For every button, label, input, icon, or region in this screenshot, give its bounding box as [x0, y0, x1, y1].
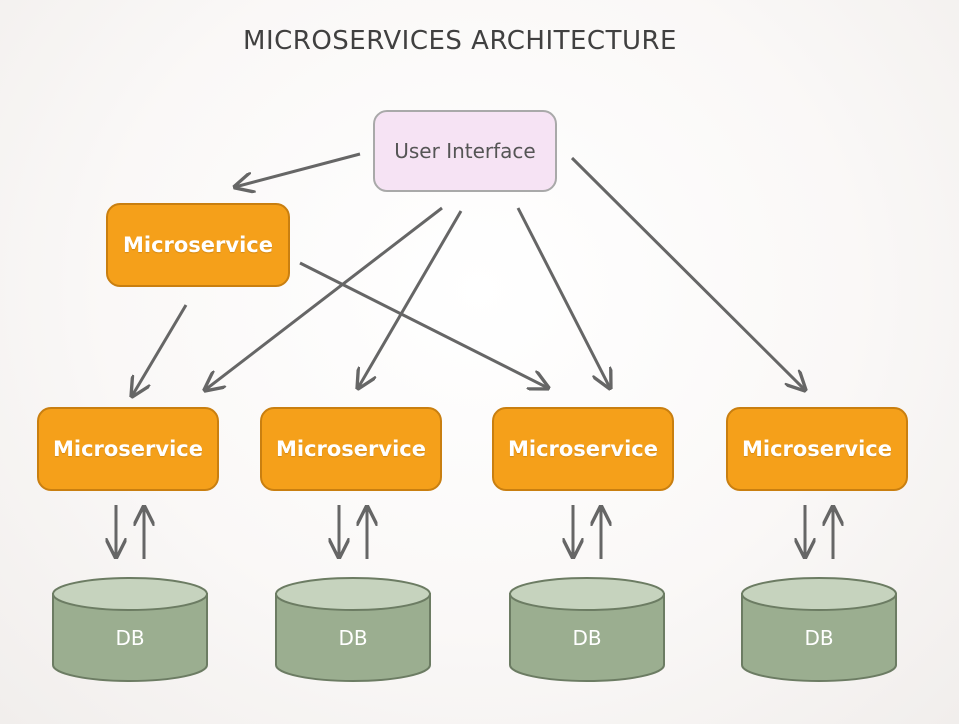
arrow-ms-top-to-ms-3 [299, 261, 548, 388]
microservice-node-4: Microservice [726, 407, 908, 491]
db-cylinder-4 [741, 577, 897, 682]
user-interface-label: User Interface [394, 139, 536, 163]
microservice-label: Microservice [122, 233, 273, 257]
arrow-ui-to-ms-3 [516, 207, 610, 388]
db-label-2: DB [338, 626, 368, 650]
db-cylinder-3 [509, 577, 665, 682]
microservice-node-2: Microservice [260, 407, 442, 491]
diagram-title: MICROSERVICES ARCHITECTURE [243, 26, 677, 56]
db-label-4: DB [804, 626, 834, 650]
microservice-label: Microservice [275, 437, 426, 461]
db-cylinder-1 [52, 577, 208, 682]
microservice-node-1: Microservice [37, 407, 219, 491]
db-label-3: DB [572, 626, 602, 650]
arrow-ui-to-ms-1 [205, 206, 443, 390]
user-interface-node: User Interface [373, 110, 557, 192]
arrow-ui-to-ms-top [235, 152, 361, 187]
microservice-label: Microservice [507, 437, 658, 461]
db-cylinder-2 [275, 577, 431, 682]
arrow-ms-top-to-ms-1 [132, 304, 188, 396]
microservice-label: Microservice [741, 437, 892, 461]
microservice-node-top: Microservice [106, 203, 290, 287]
microservice-label: Microservice [52, 437, 203, 461]
db-label-1: DB [115, 626, 145, 650]
microservice-node-3: Microservice [492, 407, 674, 491]
arrow-ui-to-ms-2 [358, 210, 463, 388]
arrow-ui-to-ms-4 [570, 156, 805, 390]
